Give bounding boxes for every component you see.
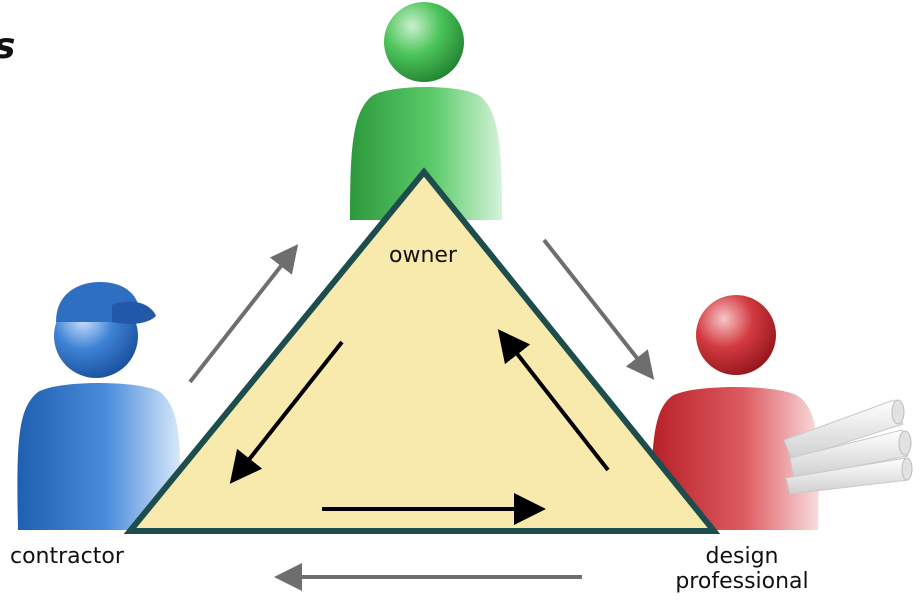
design-professional-label: design professional: [662, 544, 822, 594]
arrow-owner-to-design-outer: [542, 238, 655, 380]
relationship-triangle: [123, 167, 721, 534]
design-professional-figure-icon: [651, 295, 819, 530]
owner-label: owner: [389, 243, 457, 268]
owner-figure-icon: [350, 2, 502, 220]
rolled-plans-icon: [783, 399, 913, 495]
design-professional-label-line2: professional: [675, 569, 809, 594]
arrow-contractor-to-owner-outer: [188, 244, 299, 384]
title-fragment: s: [0, 26, 15, 67]
arrow-design-to-owner: [497, 329, 610, 472]
contractor-label: contractor: [10, 544, 124, 569]
arrow-owner-to-contractor: [229, 340, 344, 484]
cap-icon: [56, 282, 156, 324]
design-professional-label-line1: design: [705, 544, 779, 569]
